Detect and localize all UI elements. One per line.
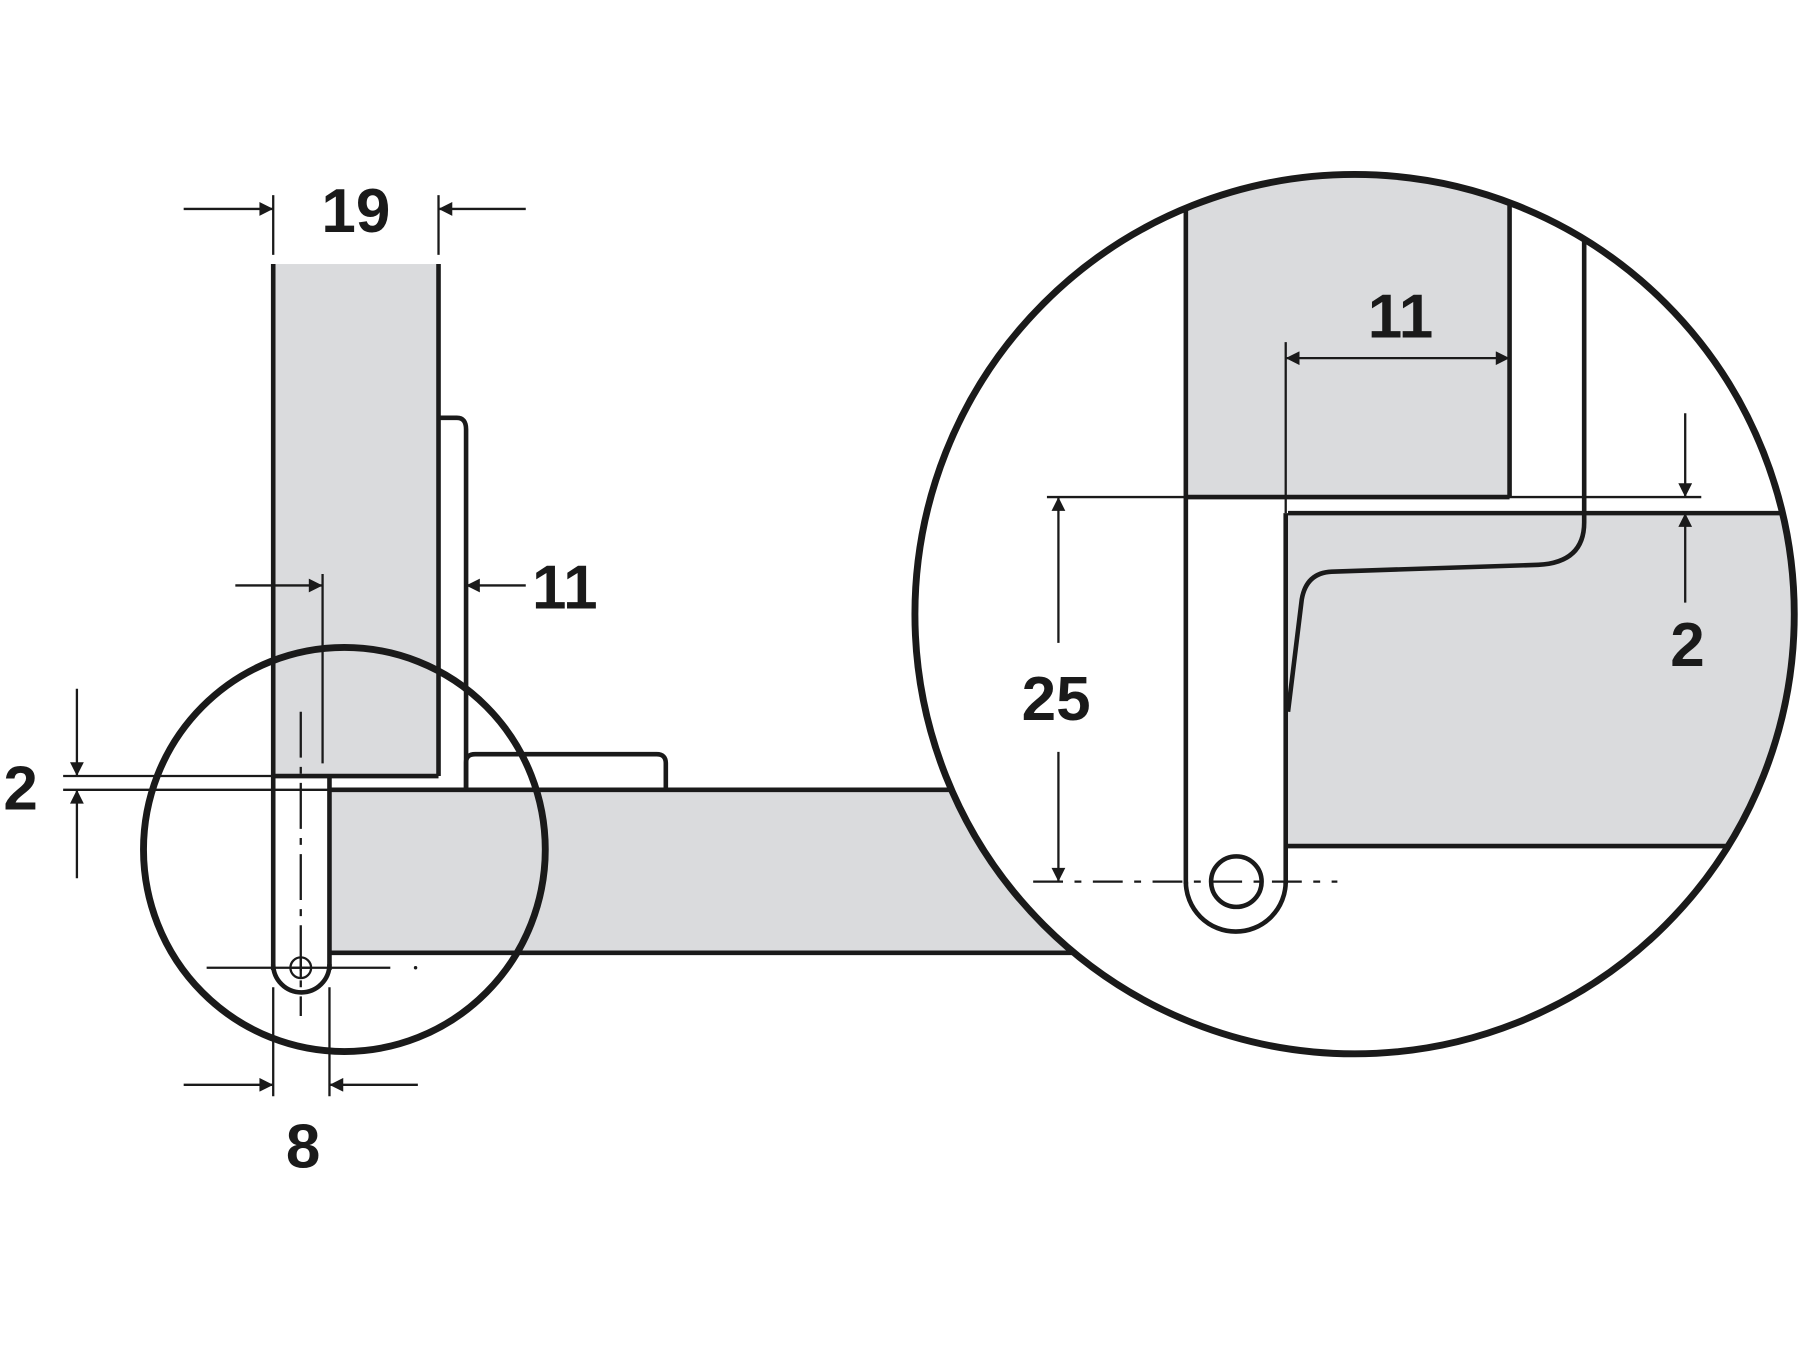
dim-label-11: 11 [532,553,598,622]
door-panel [273,264,439,777]
hinge-arm-outline [438,415,469,790]
dim-label-2: 2 [3,754,37,823]
detail-dim-label-25: 25 [1022,665,1091,734]
detail-door-panel [1185,174,1510,498]
detail-pivot-hole [1208,854,1264,910]
detail-dim-label-2: 2 [1670,611,1704,680]
detail-pivot-slot [1183,881,1289,934]
detail-callout-circle [140,644,549,1055]
pivot-slot [270,964,332,995]
dim-label-8: 8 [286,1112,320,1181]
dim-label-19: 19 [321,177,390,246]
mounting-plate-outline [463,751,669,790]
detail-magnifier-circle [911,171,1798,1058]
detail-view: 25 11 2 [911,171,1798,1058]
detail-hinge-arm [1285,174,1587,713]
detail-dim-label-11: 11 [1368,283,1434,352]
